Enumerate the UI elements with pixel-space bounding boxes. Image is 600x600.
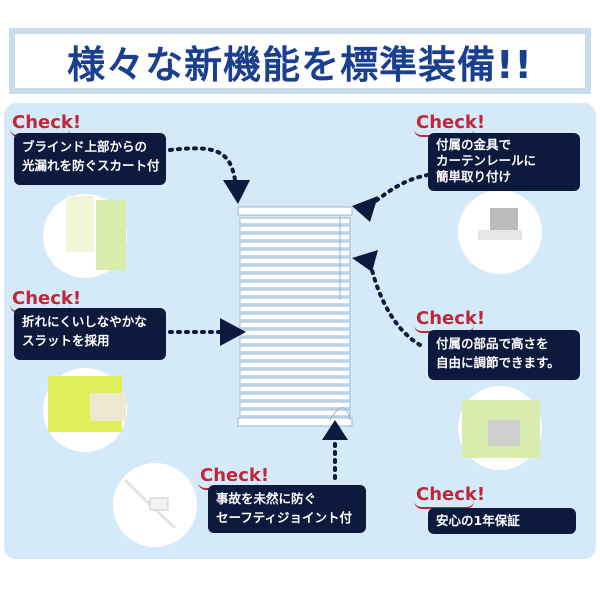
feature-line: 自由に調節できます。 (436, 355, 560, 370)
arrow-head-2 (220, 318, 246, 346)
arrow-head-4 (352, 250, 378, 272)
feature-line: 安心の1年保証 (436, 513, 520, 528)
arrow-head-1 (223, 180, 250, 204)
feature-line: カーテンレールに (436, 153, 537, 168)
check-label-1: Check! (10, 112, 81, 137)
arrow-head-5 (322, 420, 348, 440)
check-label-2: Check! (10, 288, 81, 313)
feature-line: 事故を未然に防ぐ (216, 491, 317, 506)
feature-line: セーフティジョイント付 (216, 510, 353, 525)
title-banner-inner: 様々な新機能を標準装備!! (15, 34, 585, 88)
feature-line: スラットを採用 (22, 333, 110, 348)
arrow-head-3 (352, 196, 378, 222)
feature-line: 折れにくいしなやかな (22, 314, 147, 329)
check-label-6: Check! (414, 484, 485, 509)
feature-box-warranty: 安心の1年保証 (428, 508, 576, 534)
feature-box-slat: 折れにくいしなやかな スラットを採用 (14, 308, 166, 360)
blind-slats (239, 217, 351, 417)
feature-box-safety: 事故を未然に防ぐ セーフティジョイント付 (208, 485, 366, 533)
check-label-3: Check! (198, 465, 269, 490)
feature-box-skirt: ブラインド上部からの 光漏れを防ぐスカート付 (14, 133, 166, 185)
page-title: 様々な新機能を標準装備!! (67, 42, 533, 87)
feature-line: 付属の部品で高さを (436, 336, 549, 351)
feature-line: 付属の金具で (436, 137, 512, 152)
check-label-4: Check! (414, 112, 485, 137)
feature-box-height: 付属の部品で高さを 自由に調節できます。 (428, 330, 580, 380)
check-label-5: Check! (414, 308, 485, 333)
feature-line: ブラインド上部からの (22, 139, 148, 154)
feature-line: 光漏れを防ぐスカート付 (22, 158, 160, 173)
feature-line: 簡単取り付け (436, 169, 512, 184)
detail-photos (43, 190, 542, 547)
title-banner: 様々な新機能を標準装備!! (9, 28, 591, 94)
feature-box-mount: 付属の金具で カーテンレールに 簡単取り付け (428, 133, 580, 191)
